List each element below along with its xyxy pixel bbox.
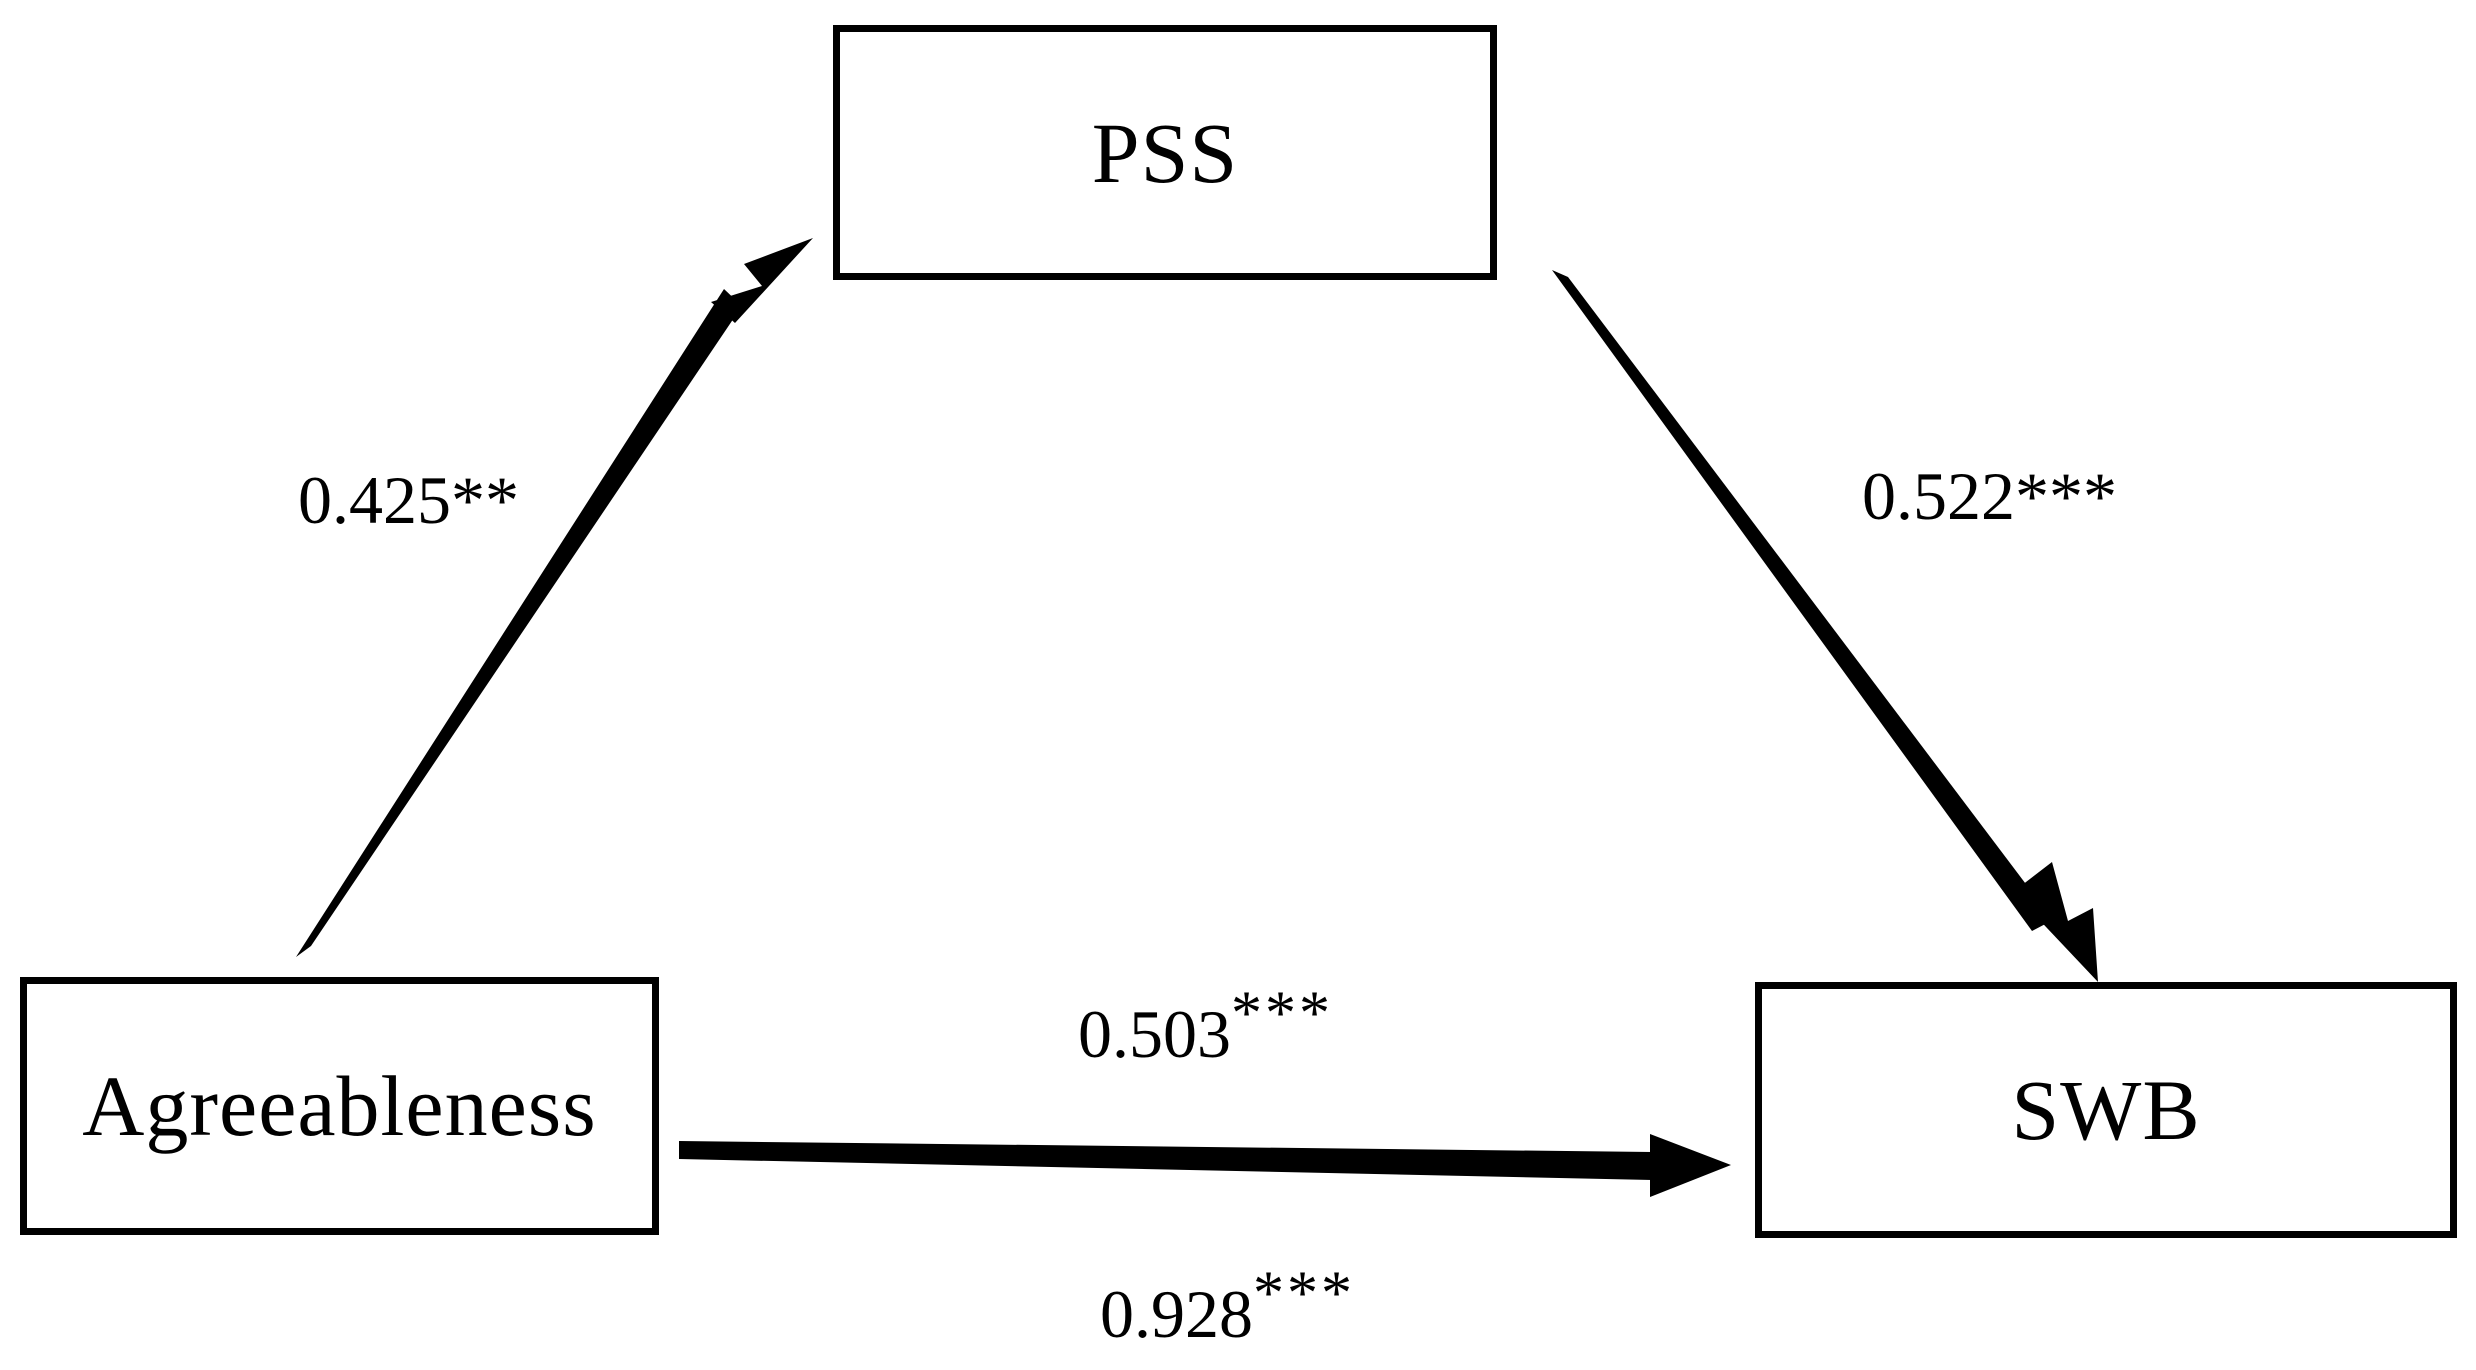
path-label-direct-effect: 0.503*** <box>1078 982 1333 1068</box>
path-stars-direct: *** <box>1231 979 1333 1048</box>
node-label-swb: SWB <box>2011 1062 2201 1158</box>
path-coefficient-a: 0.425 <box>298 462 451 538</box>
path-label-a-agreeableness-to-pss: 0.425** <box>298 466 519 534</box>
path-coefficient-b: 0.522 <box>1862 458 2015 534</box>
node-label-pss: PSS <box>1091 104 1239 201</box>
path-stars-a: ** <box>451 462 519 538</box>
node-box-pss[interactable]: PSS <box>833 25 1497 280</box>
node-box-swb[interactable]: SWB <box>1755 982 2457 1238</box>
node-box-agreeableness[interactable]: Agreeableness <box>20 977 659 1235</box>
path-coefficient-direct: 0.503 <box>1078 996 1231 1072</box>
path-label-b-pss-to-swb: 0.522*** <box>1862 462 2117 530</box>
path-stars-total: *** <box>1253 1259 1355 1328</box>
arrow-agreeableness-to-pss <box>296 238 813 957</box>
arrow-pss-to-swb <box>1552 270 2098 982</box>
path-coefficient-total: 0.928 <box>1100 1276 1253 1352</box>
path-stars-b: *** <box>2015 458 2117 534</box>
path-label-total-effect: 0.928*** <box>1100 1262 1355 1348</box>
node-label-agreeableness: Agreeableness <box>82 1058 597 1154</box>
arrow-agreeableness-to-swb <box>679 1134 1731 1197</box>
